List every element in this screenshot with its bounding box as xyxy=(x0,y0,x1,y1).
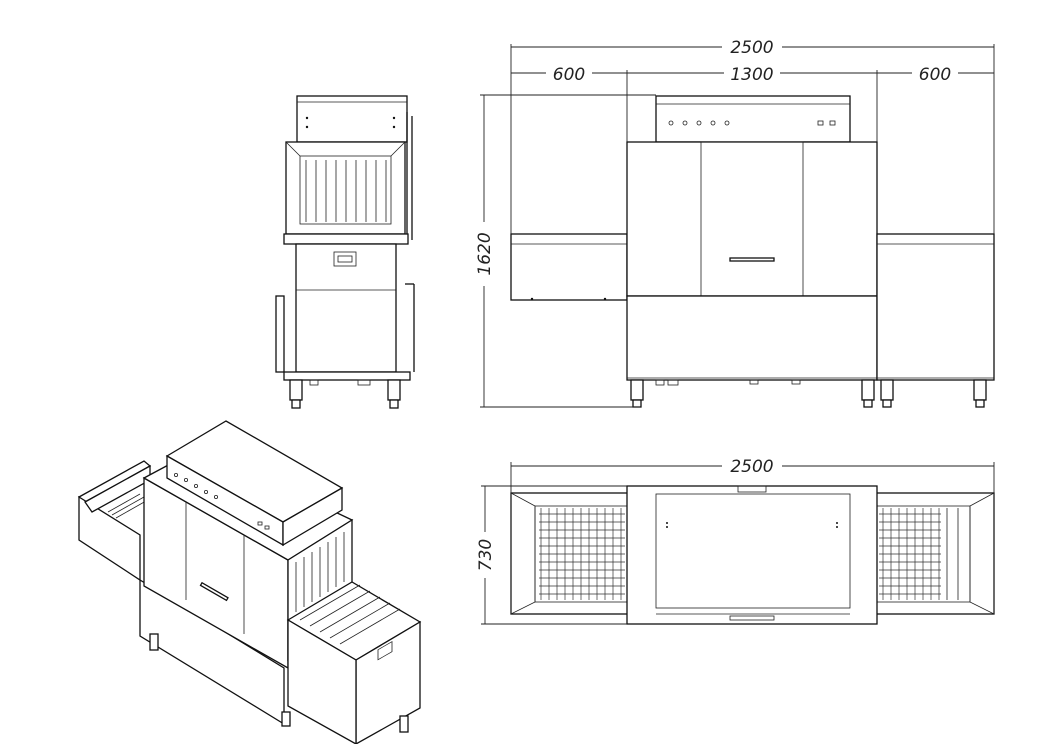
front-height-label: 1620 xyxy=(475,232,495,275)
isometric-view xyxy=(77,420,422,744)
front-dimensions xyxy=(480,44,995,408)
top-view xyxy=(510,485,995,625)
right-rack-grid xyxy=(879,508,959,600)
top-dimensions xyxy=(481,462,995,625)
top-depth-label: 730 xyxy=(476,539,496,571)
front-view xyxy=(510,95,995,408)
front-left-module-label: 600 xyxy=(553,65,585,85)
side-view xyxy=(275,95,415,409)
front-center-module-label: 1300 xyxy=(730,65,773,85)
top-total-width-label: 2500 xyxy=(730,457,773,477)
front-total-width-label: 2500 xyxy=(730,38,773,58)
left-rack-grid xyxy=(539,508,625,600)
front-right-module-label: 600 xyxy=(919,65,951,85)
